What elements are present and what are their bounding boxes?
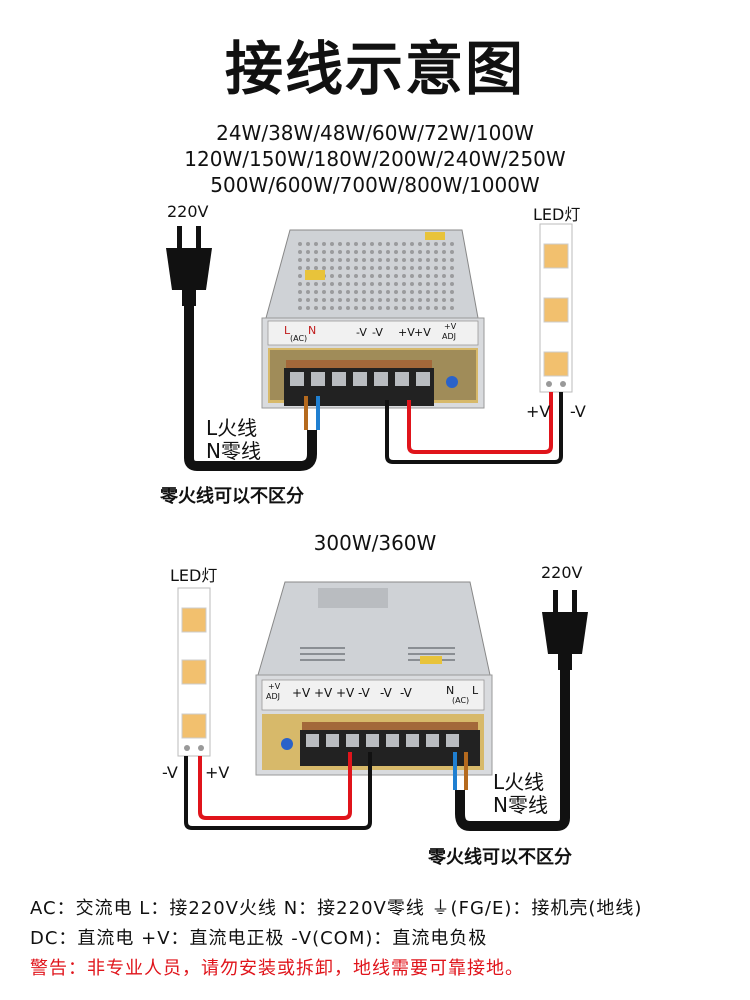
terminal-label-ac-bottom: (AC): [452, 696, 470, 705]
terminal-label-neg2-top: -V: [372, 326, 383, 339]
terminal-label-pos2-bottom: +V: [314, 686, 333, 700]
wattage-bottom: 300W/360W: [313, 531, 437, 555]
input-220v-label-top: 220V: [167, 202, 209, 221]
live-label-bottom: L火线: [493, 770, 545, 794]
neutral-label-bottom: N零线: [493, 793, 548, 817]
terminal-label-n-top: N: [308, 324, 317, 337]
live-label-top: L火线: [206, 416, 258, 440]
positive-wire-top: [407, 392, 553, 454]
led-label-top: LED灯: [533, 205, 581, 224]
power-supply-top: [261, 229, 485, 409]
terminal-label-ac-top: (AC): [290, 334, 308, 343]
plug-bottom: [542, 590, 588, 670]
terminal-label-pos3-bottom: +V: [336, 686, 355, 700]
negative-wire-bottom: [184, 752, 372, 830]
note-bottom: 零火线可以不区分: [428, 847, 572, 868]
cable-top: [184, 306, 317, 471]
led-label-bottom: LED灯: [170, 566, 218, 585]
legend-ac-line: AC：交流电 L：接220V火线 N：接220V零线 ⏚(FG/E)：接机壳(地…: [30, 898, 643, 919]
terminal-label-neg1-top: -V: [356, 326, 367, 339]
wattage-line-2: 120W/150W/180W/200W/240W/250W: [184, 147, 566, 171]
terminal-label-adj-bottom: ADJ: [266, 692, 280, 701]
negative-wire-top: [385, 392, 563, 464]
terminal-label-l-top: L: [284, 324, 291, 337]
terminal-label-neg2-bottom: -V: [380, 686, 392, 700]
plus-v-label-top: +V: [526, 402, 551, 421]
neutral-label-top: N零线: [206, 439, 261, 463]
input-220v-label-bottom: 220V: [541, 563, 583, 582]
power-supply-bottom: [255, 581, 493, 776]
wattage-line-1: 24W/38W/48W/60W/72W/100W: [216, 121, 534, 145]
page-title: 接线示意图: [224, 35, 525, 103]
led-strip-top: [539, 223, 573, 393]
terminal-label-neg1-bottom: -V: [358, 686, 370, 700]
wattage-line-3: 500W/600W/700W/800W/1000W: [210, 173, 540, 197]
terminal-label-adj-pos-top: +V: [444, 322, 457, 331]
terminal-label-n-bottom: N: [446, 684, 455, 697]
terminal-label-adj-pos-bottom: +V: [268, 682, 281, 691]
terminal-label-pos1-bottom: +V: [292, 686, 311, 700]
cable-bottom: [455, 670, 570, 831]
positive-wire-bottom: [198, 752, 352, 820]
led-strip-bottom: [177, 587, 211, 757]
note-top: 零火线可以不区分: [160, 486, 304, 507]
terminal-label-adj-top: ADJ: [442, 332, 456, 341]
plug-top: [166, 226, 212, 306]
terminal-label-pos1-top: +V: [398, 326, 415, 339]
warning-text: 警告：非专业人员，请勿安装或拆卸，地线需要可靠接地。: [30, 958, 524, 979]
plus-v-label-bottom: +V: [205, 763, 230, 782]
terminal-label-pos2-top: +V: [414, 326, 431, 339]
terminal-label-neg3-bottom: -V: [400, 686, 412, 700]
minus-v-label-top: -V: [570, 402, 586, 421]
minus-v-label-bottom: -V: [162, 763, 178, 782]
legend-dc-line: DC：直流电 +V：直流电正极 -V(COM)：直流电负极: [30, 928, 488, 949]
terminal-label-l-bottom: L: [472, 684, 479, 697]
